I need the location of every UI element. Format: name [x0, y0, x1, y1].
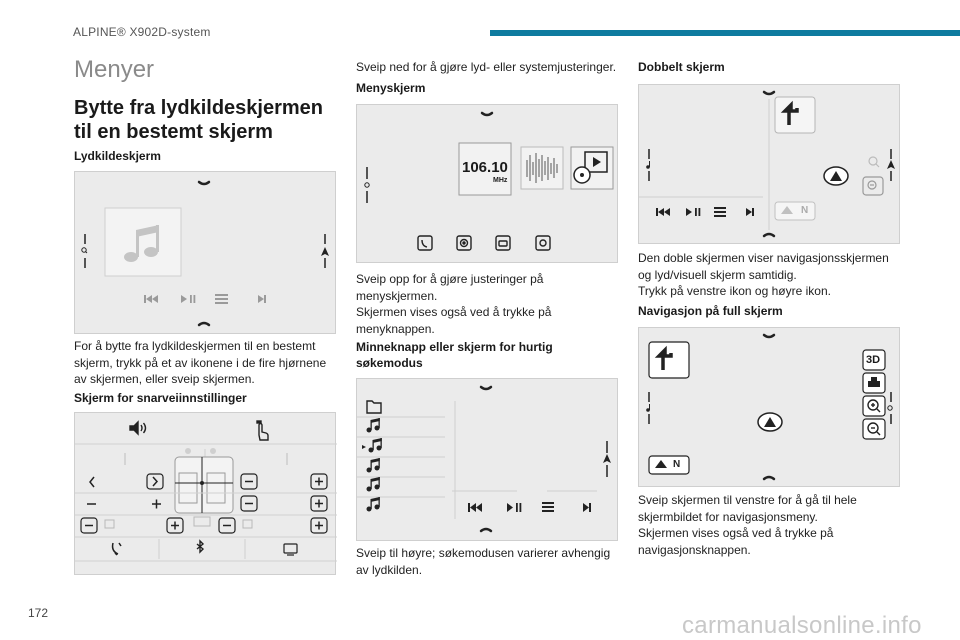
search-icon [81, 247, 87, 253]
zoom-out-icon [867, 422, 881, 436]
navigation-arrow-icon [603, 454, 611, 463]
audio-source-screen [74, 171, 336, 334]
hand-touch-icon [256, 420, 269, 441]
radio-source-icon [456, 235, 472, 251]
compass-indicator: N [801, 205, 809, 216]
navigation-full-screen: 3D N [638, 327, 900, 487]
zoom-in-icon [867, 399, 881, 413]
menu-screen-graphic [364, 111, 614, 251]
navigation-arrow-icon [887, 160, 895, 169]
screen-icon [283, 543, 298, 554]
page-title: Bytte fra lydkildeskjermen til en bestem… [74, 97, 323, 143]
radio-unit: MHz [493, 177, 508, 184]
next-track-icon [746, 208, 754, 216]
settings-gear-icon [535, 235, 551, 251]
dual-screen: N [638, 84, 900, 244]
cd-film-icon [573, 151, 608, 184]
play-pause-icon [686, 208, 701, 216]
equalizer-icon [714, 207, 726, 217]
search-icon [887, 405, 893, 411]
navigation-screen-graphic [646, 333, 893, 481]
paragraph-dual-screen: Den doble skjermen viser navigasjonsskje… [638, 251, 889, 298]
turn-arrow-icon [780, 100, 799, 125]
previous-track-icon [144, 295, 158, 303]
music-note-icon [366, 418, 382, 512]
shortcut-screen-graphic [75, 420, 337, 562]
play-pause-icon [181, 295, 196, 303]
radio-frequency: 106.10 [462, 159, 508, 176]
bluetooth-icon [196, 539, 205, 554]
header-title: ALPINE® X902D-system [73, 25, 211, 39]
audio-screen-graphic [81, 180, 329, 327]
car-icon [495, 235, 511, 251]
menu-screen: 106.10 MHz [356, 104, 618, 263]
phone-icon [111, 542, 122, 556]
current-item-marker [362, 445, 366, 449]
folder-icon [366, 400, 382, 414]
play-pause-icon [507, 503, 522, 512]
subheading-dual-screen: Dobbelt skjerm [638, 60, 725, 74]
compass-indicator: N [673, 459, 681, 470]
paragraph-switch-screen: For å bytte fra lydkildeskjermen til en … [74, 339, 327, 386]
watermark: carmanualsonline.info [682, 612, 922, 639]
3d-view-button [862, 349, 886, 371]
album-art-frame [104, 207, 182, 277]
next-track-icon [258, 295, 266, 303]
quick-search-graphic [357, 385, 611, 533]
volume-icon [129, 420, 147, 436]
previous-track-icon [468, 503, 482, 512]
swipe-down-hint [197, 180, 211, 186]
subheading-shortcut-screen: Skjerm for snarveiinnstillinger [74, 391, 247, 405]
header-accent-bar [490, 30, 960, 36]
music-note-icon [646, 161, 650, 169]
quick-search-screen [356, 378, 618, 541]
subheading-audio-screen: Lydkildeskjerm [74, 149, 161, 163]
paragraph-swipe-up: Sveip opp for å gjøre justeringer på men… [356, 272, 552, 336]
subheading-memory-screen: Minneknapp eller skjerm for hurtig søkem… [356, 340, 553, 370]
swipe-up-hint [197, 321, 211, 327]
dual-screen-graphic [639, 90, 895, 238]
traffic-icon [868, 377, 880, 387]
search-icon [364, 182, 370, 188]
zoom-in-icon [868, 156, 880, 168]
page-number: 172 [28, 606, 49, 620]
3d-button-label: 3D [866, 354, 881, 366]
phone-icon [417, 235, 433, 251]
previous-track-icon [656, 208, 670, 216]
music-note-icon [646, 404, 650, 412]
shortcut-settings-screen [74, 412, 337, 575]
equalizer-icon [215, 294, 228, 304]
equalizer-icon [542, 502, 554, 512]
paragraph-swipe-down: Sveip ned for å gjøre lyd- eller systemj… [356, 60, 617, 74]
section-heading: Menyer [74, 56, 155, 83]
next-track-icon [583, 503, 591, 512]
subheading-menu-screen: Menyskjerm [356, 81, 426, 95]
radio-tile [458, 142, 512, 196]
subheading-nav-fullscreen: Navigasjon på full skjerm [638, 304, 783, 318]
paragraph-nav-fullscreen: Sveip skjermen til venstre for å gå til … [638, 493, 857, 557]
zoom-out-icon [862, 176, 884, 196]
music-note-icon [124, 225, 159, 262]
paragraph-swipe-right: Sveip til høyre; søkemodusen varierer av… [356, 546, 611, 577]
navigation-arrow-icon [321, 247, 329, 256]
turn-arrow-icon [654, 345, 673, 370]
